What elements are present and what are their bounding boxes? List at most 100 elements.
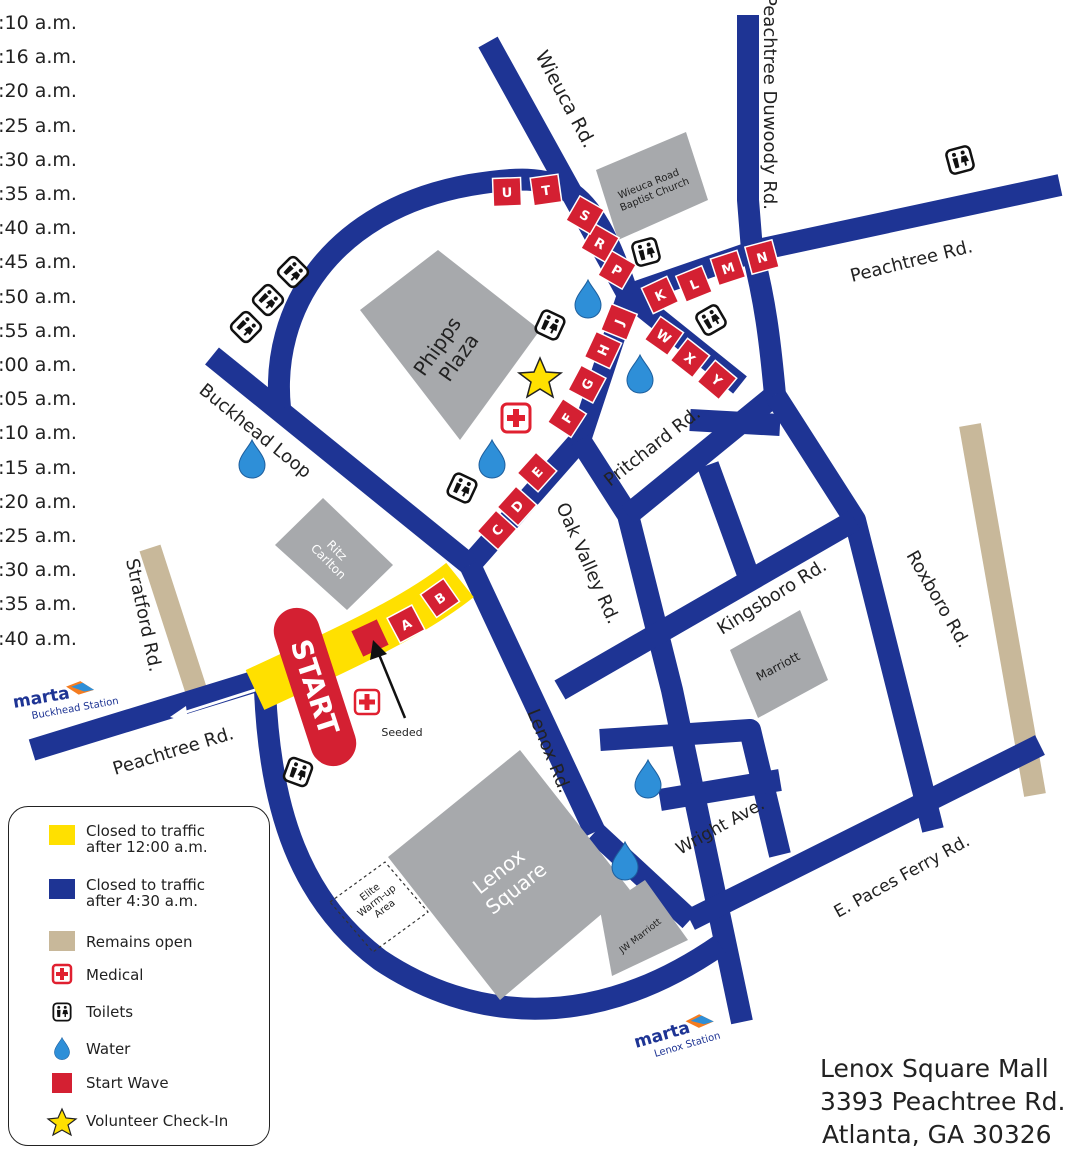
wave-marker-letter: M [720, 260, 737, 278]
wave-marker-letter: T [541, 183, 552, 199]
wave-marker-u: U [491, 176, 523, 208]
legend-start-wave-swatch [52, 1073, 72, 1093]
legend-row-tan: Remains open [86, 934, 192, 950]
wave-marker-y: Y [696, 359, 738, 401]
legend-icons [46, 825, 78, 1137]
legend-yellow-l2: after 12:00 a.m. [86, 838, 208, 856]
legend-yellow-swatch [49, 825, 75, 845]
wave-time-item: 7:25 a.m. [0, 114, 77, 137]
wave-marker-square [583, 330, 623, 370]
wave-marker-square [529, 173, 563, 207]
legend-tan-label: Remains open [86, 933, 193, 951]
wave-marker-square [491, 176, 523, 208]
legend-blue-swatch [49, 879, 75, 899]
building-elite-area: Elite Warm-up Area [349, 872, 408, 928]
legend-water-label: Water [86, 1040, 131, 1058]
wave-marker-square [674, 264, 714, 304]
wave-time-item: 8:30 a.m. [0, 559, 77, 582]
wave-time-item: 8:00 a.m. [0, 354, 77, 377]
wave-marker-letter: J [612, 318, 628, 329]
legend-row-start-wave: Start Wave [86, 1075, 169, 1091]
wave-marker-square [709, 249, 747, 287]
wave-time-item: 8:15 a.m. [0, 456, 77, 479]
wave-marker-letter: N [755, 250, 769, 267]
wave-marker-square [564, 194, 606, 236]
wave-time-item: 7:55 a.m. [0, 319, 77, 342]
wave-marker-a: A [386, 604, 426, 644]
legend-toilet-icon [52, 1002, 72, 1022]
wave-time-item: 7:16 a.m. [0, 46, 77, 69]
wave-time-list: 7:10 a.m. 7:16 a.m. 7:20 a.m. 7:25 a.m. 7:30… [0, 6, 77, 656]
street-roxboro: Roxboro Rd. [902, 547, 975, 652]
closed-roads [28, 15, 1063, 1025]
wave-marker-t: T [529, 173, 563, 207]
legend-yellow-l1: Closed to traffic [86, 822, 205, 840]
wave-time-item: 7:10 a.m. [0, 12, 77, 34]
wave-time-item: 7:40 a.m. [0, 217, 77, 240]
wave-marker-m: M [709, 249, 747, 287]
wave-time-item: 8:05 a.m. [0, 388, 77, 411]
seeded-label: Seeded [381, 726, 422, 739]
legend-star-icon [46, 1107, 78, 1137]
wave-marker-h: H [583, 330, 623, 370]
wave-marker-x: X [669, 337, 711, 379]
street-peachtree-ne: Peachtree Rd. [848, 236, 975, 287]
wave-marker-letter: W [653, 327, 673, 348]
seeded-arrow: Seeded [370, 640, 423, 739]
street-peachtree-duwoody: Peachtree Duwoody Rd. [759, 0, 780, 210]
wave-marker-square [496, 485, 538, 527]
wave-marker-p: P [596, 249, 638, 291]
wave-marker-w: W [643, 315, 685, 357]
wave-time-item: 7:30 a.m. [0, 148, 77, 171]
wave-marker-square [546, 397, 588, 439]
wave-marker-k: K [640, 275, 680, 315]
address-line2: 3393 Peachtree Rd. [820, 1087, 1066, 1116]
street-oak-valley: Oak Valley Rd. [551, 499, 623, 627]
legend-blue-l2: after 4:30 a.m. [86, 892, 199, 910]
wave-marker-l: L [674, 264, 714, 304]
wave-marker-square [596, 249, 638, 291]
wave-time-item: 8:20 a.m. [0, 490, 77, 513]
legend-volunteer-label: Volunteer Check-In [86, 1112, 229, 1130]
legend-start-wave-label: Start Wave [86, 1074, 169, 1092]
return-arrow [170, 688, 256, 722]
wave-marker-n: N [743, 238, 781, 276]
wave-marker-c: C [476, 509, 518, 551]
wave-marker-square [743, 238, 781, 276]
wave-marker-square [516, 451, 558, 493]
wave-time-item: 7:20 a.m. [0, 80, 77, 103]
wave-marker-j: J [599, 302, 639, 342]
address-line1: Lenox Square Mall [820, 1054, 1049, 1083]
wave-marker-f: F [546, 397, 588, 439]
venue-address: Lenox Square Mall 3393 Peachtree Rd. Atl… [820, 1052, 1065, 1151]
legend-toilets-label: Toilets [86, 1003, 134, 1021]
wave-marker-e: E [516, 451, 558, 493]
wave-marker-s: S [564, 194, 606, 236]
wave-marker-square [419, 577, 461, 619]
legend-row-toilets: Toilets [86, 1004, 133, 1020]
wave-time-item: 7:50 a.m. [0, 285, 77, 308]
legend-medical-label: Medical [86, 966, 144, 984]
wave-time-item: 8:35 a.m. [0, 593, 77, 616]
wave-marker-square [567, 364, 607, 404]
wave-marker-square [640, 275, 680, 315]
legend-medical-icon [51, 963, 73, 985]
marta-lenox: marta Lenox Station [632, 1014, 722, 1060]
wave-time-item: 7:35 a.m. [0, 183, 77, 206]
buildings [275, 132, 828, 1000]
wave-time-item: 8:10 a.m. [0, 422, 77, 445]
wave-marker-square [599, 302, 639, 342]
legend-blue-l1: Closed to traffic [86, 876, 205, 894]
medical-icon [353, 688, 381, 716]
wave-marker-square [476, 509, 518, 551]
legend-row-volunteer: Volunteer Check-In [86, 1113, 228, 1129]
medical-icon [500, 402, 532, 434]
wave-time-item: 8:40 a.m. [0, 627, 77, 650]
wave-marker-b: B [419, 577, 461, 619]
legend-row-water: Water [86, 1041, 130, 1057]
elite-area-outline [329, 861, 429, 953]
